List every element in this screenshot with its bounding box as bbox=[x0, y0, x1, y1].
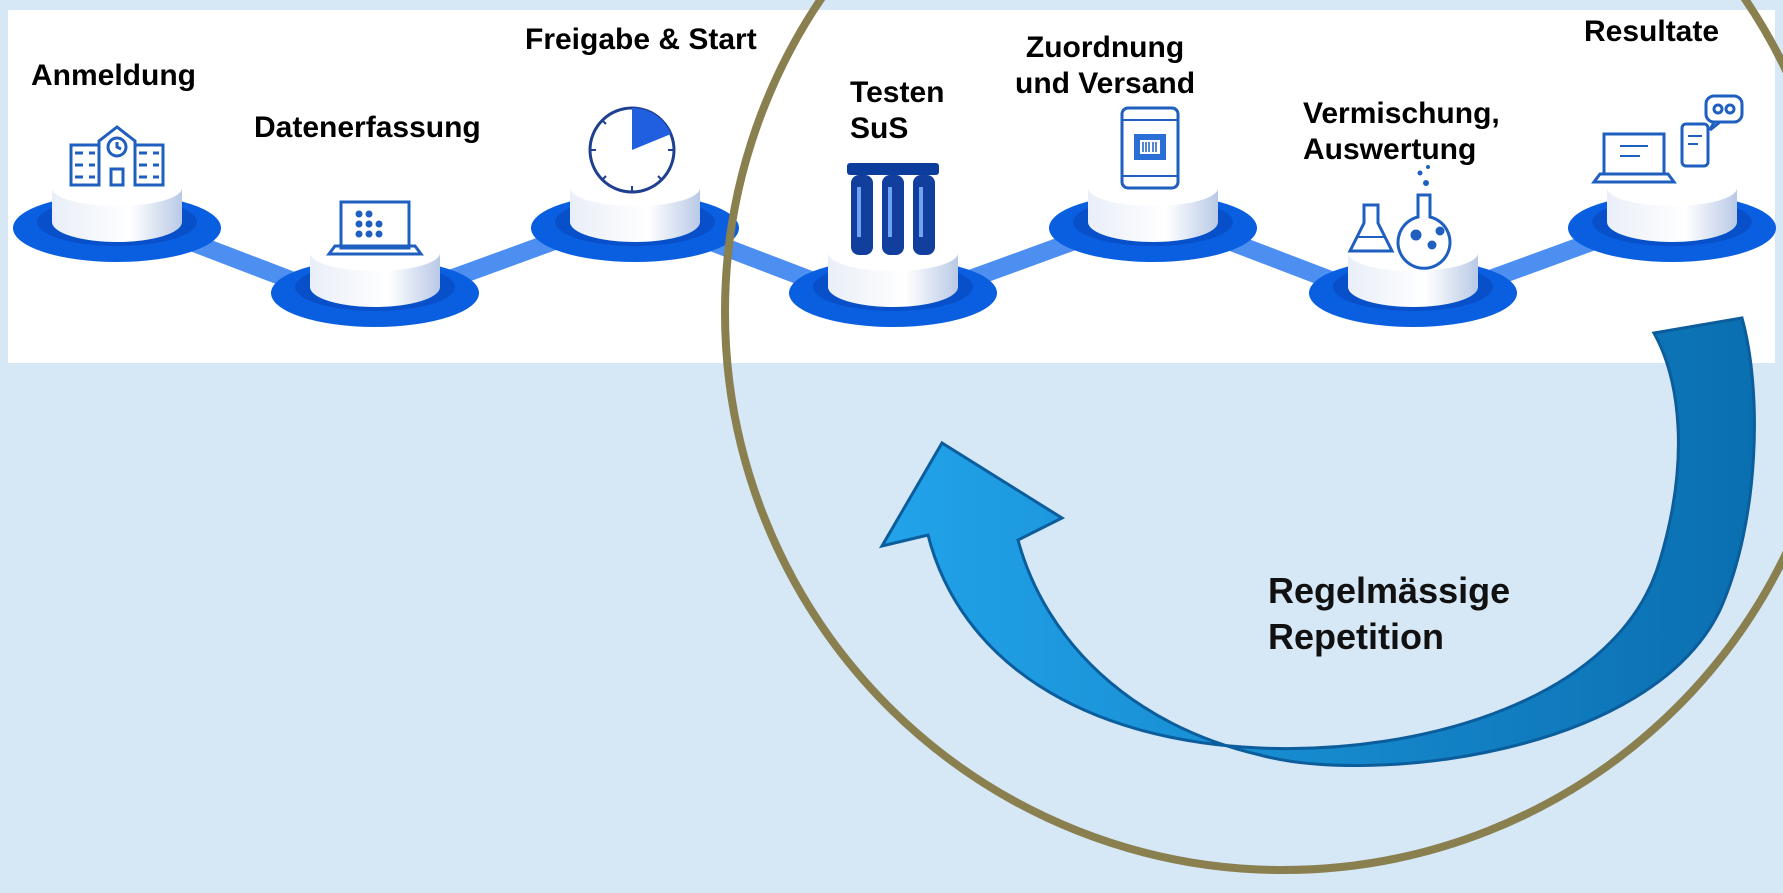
platform-5 bbox=[1049, 170, 1257, 262]
step-label-vermischung: Vermischung, bbox=[1303, 97, 1500, 130]
step-label-testen: Testen bbox=[850, 76, 945, 109]
step-label-vermischung-auswertung: Vermischung, Auswertung bbox=[1303, 96, 1500, 168]
repetition-label-line2: Repetition bbox=[1268, 616, 1444, 657]
devices-chat-icon bbox=[1591, 94, 1744, 184]
step-label-freigabe-start: Freigabe & Start bbox=[525, 23, 757, 56]
test-tubes-icon bbox=[847, 163, 939, 255]
repetition-arrow bbox=[878, 316, 1756, 767]
repetition-label-line1: Regelmässige bbox=[1268, 570, 1511, 611]
school-building-icon bbox=[69, 125, 165, 187]
step-label-datenerfassung: Datenerfassung bbox=[254, 111, 481, 144]
repetition-label: Regelmässige Repetition bbox=[1268, 568, 1510, 660]
step-label-zuordnung-versand: Zuordnung und Versand bbox=[1015, 30, 1195, 102]
step-label-anmeldung: Anmeldung bbox=[31, 59, 196, 92]
scanner-tablet-icon bbox=[1120, 106, 1180, 190]
step-label-zuordnung: Zuordnung bbox=[1025, 31, 1185, 64]
cycle-circle bbox=[721, 0, 1783, 874]
step-label-und-versand: und Versand bbox=[1015, 67, 1196, 100]
step-label-testen-sus: Testen SuS bbox=[850, 75, 944, 147]
platform-6 bbox=[1309, 235, 1517, 327]
timer-icon bbox=[588, 106, 676, 194]
platform-3 bbox=[531, 170, 739, 262]
step-label-resultate: Resultate bbox=[1584, 15, 1720, 48]
laptop-keypad-icon bbox=[326, 200, 424, 256]
platform-7 bbox=[1568, 170, 1776, 262]
step-label-auswertung: Auswertung bbox=[1303, 133, 1477, 166]
step-label-sus: SuS bbox=[850, 112, 909, 145]
platform-1 bbox=[13, 170, 221, 262]
lab-flasks-icon bbox=[1347, 165, 1452, 270]
